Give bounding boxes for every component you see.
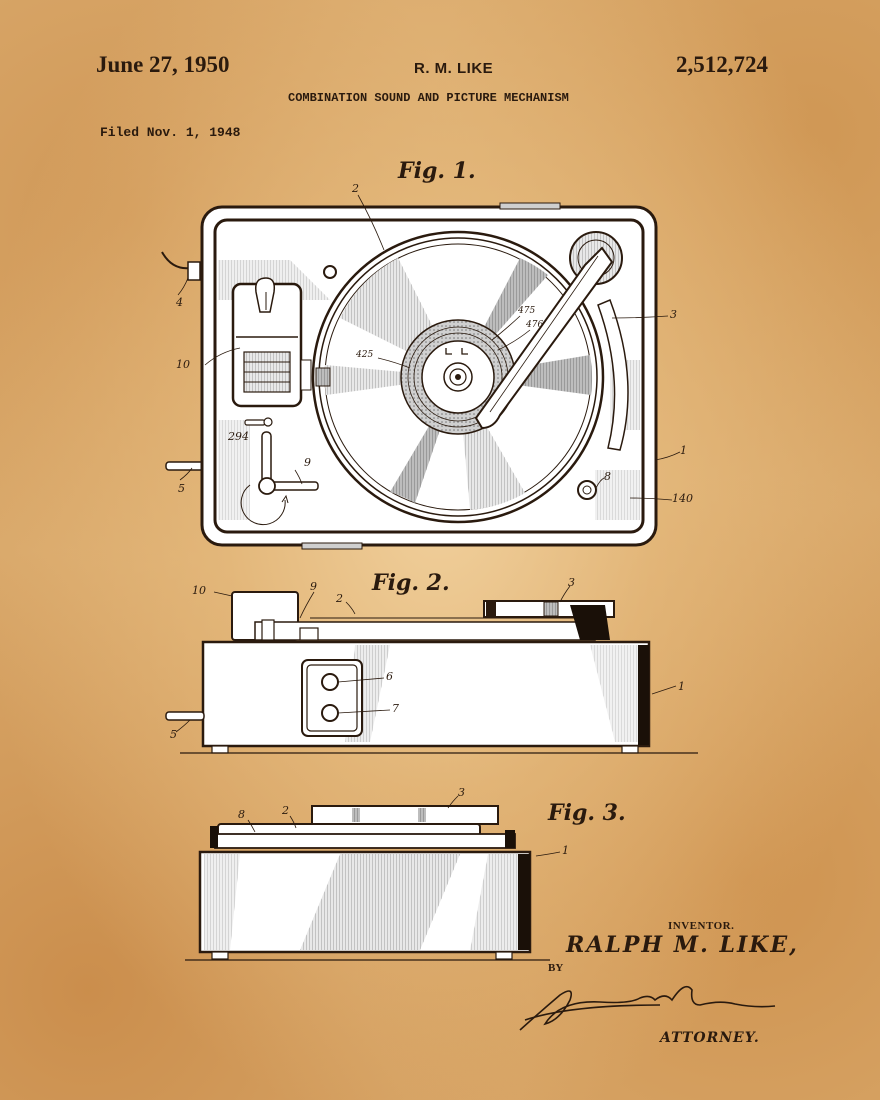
ref-numeral: 3: [670, 308, 677, 321]
ref-numeral: 8: [238, 808, 245, 821]
figure-1-top-view: [161, 194, 681, 550]
ref-numeral: 2: [336, 592, 343, 605]
ref-numeral: 9: [304, 456, 311, 469]
ref-numeral: 1: [562, 844, 569, 857]
ref-numeral: 1: [680, 444, 687, 457]
attorney-label: ATTORNEY.: [660, 1030, 760, 1046]
inventor-name: RALPH M. LIKE,: [566, 932, 799, 958]
ref-numeral: 2: [282, 804, 289, 817]
inventor-heading: INVENTOR.: [668, 920, 735, 932]
attorney-signature: [519, 985, 776, 1031]
ref-numeral: 8: [604, 470, 611, 483]
patent-title: COMBINATION SOUND AND PICTURE MECHANISM: [288, 91, 569, 105]
ref-numeral: 476: [526, 320, 544, 330]
ref-numeral: 10: [192, 584, 206, 597]
ref-numeral: 3: [568, 576, 575, 589]
ref-numeral: 294: [228, 430, 249, 443]
figure-2-front-view: [165, 585, 698, 754]
figure-2-label: Fig. 2.: [372, 570, 450, 596]
ref-numeral: 3: [458, 786, 465, 799]
ref-numeral: 2: [352, 182, 359, 195]
ref-numeral: 9: [310, 580, 317, 593]
figure-3-label: Fig. 3.: [548, 800, 626, 826]
ref-numeral: 6: [386, 670, 393, 683]
figure-1-label: Fig. 1.: [398, 158, 476, 184]
ref-numeral: 7: [392, 702, 399, 715]
ref-numeral: 425: [356, 350, 374, 360]
inventor-short-name: R. M. LIKE: [414, 60, 494, 77]
figure-3-side-view: [185, 795, 561, 961]
filed-date: Filed Nov. 1, 1948: [100, 125, 241, 140]
ref-numeral: 10: [176, 358, 190, 371]
ref-numeral: 4: [176, 296, 183, 309]
ref-numeral: 1: [678, 680, 685, 693]
ref-numeral: 140: [672, 492, 693, 505]
ref-numeral: 5: [170, 728, 177, 741]
patent-date: June 27, 1950: [96, 52, 230, 77]
ref-numeral: 475: [518, 306, 536, 316]
patent-number: 2,512,724: [676, 52, 768, 77]
ref-numeral: 5: [178, 482, 185, 495]
by-label: BY: [548, 962, 564, 974]
